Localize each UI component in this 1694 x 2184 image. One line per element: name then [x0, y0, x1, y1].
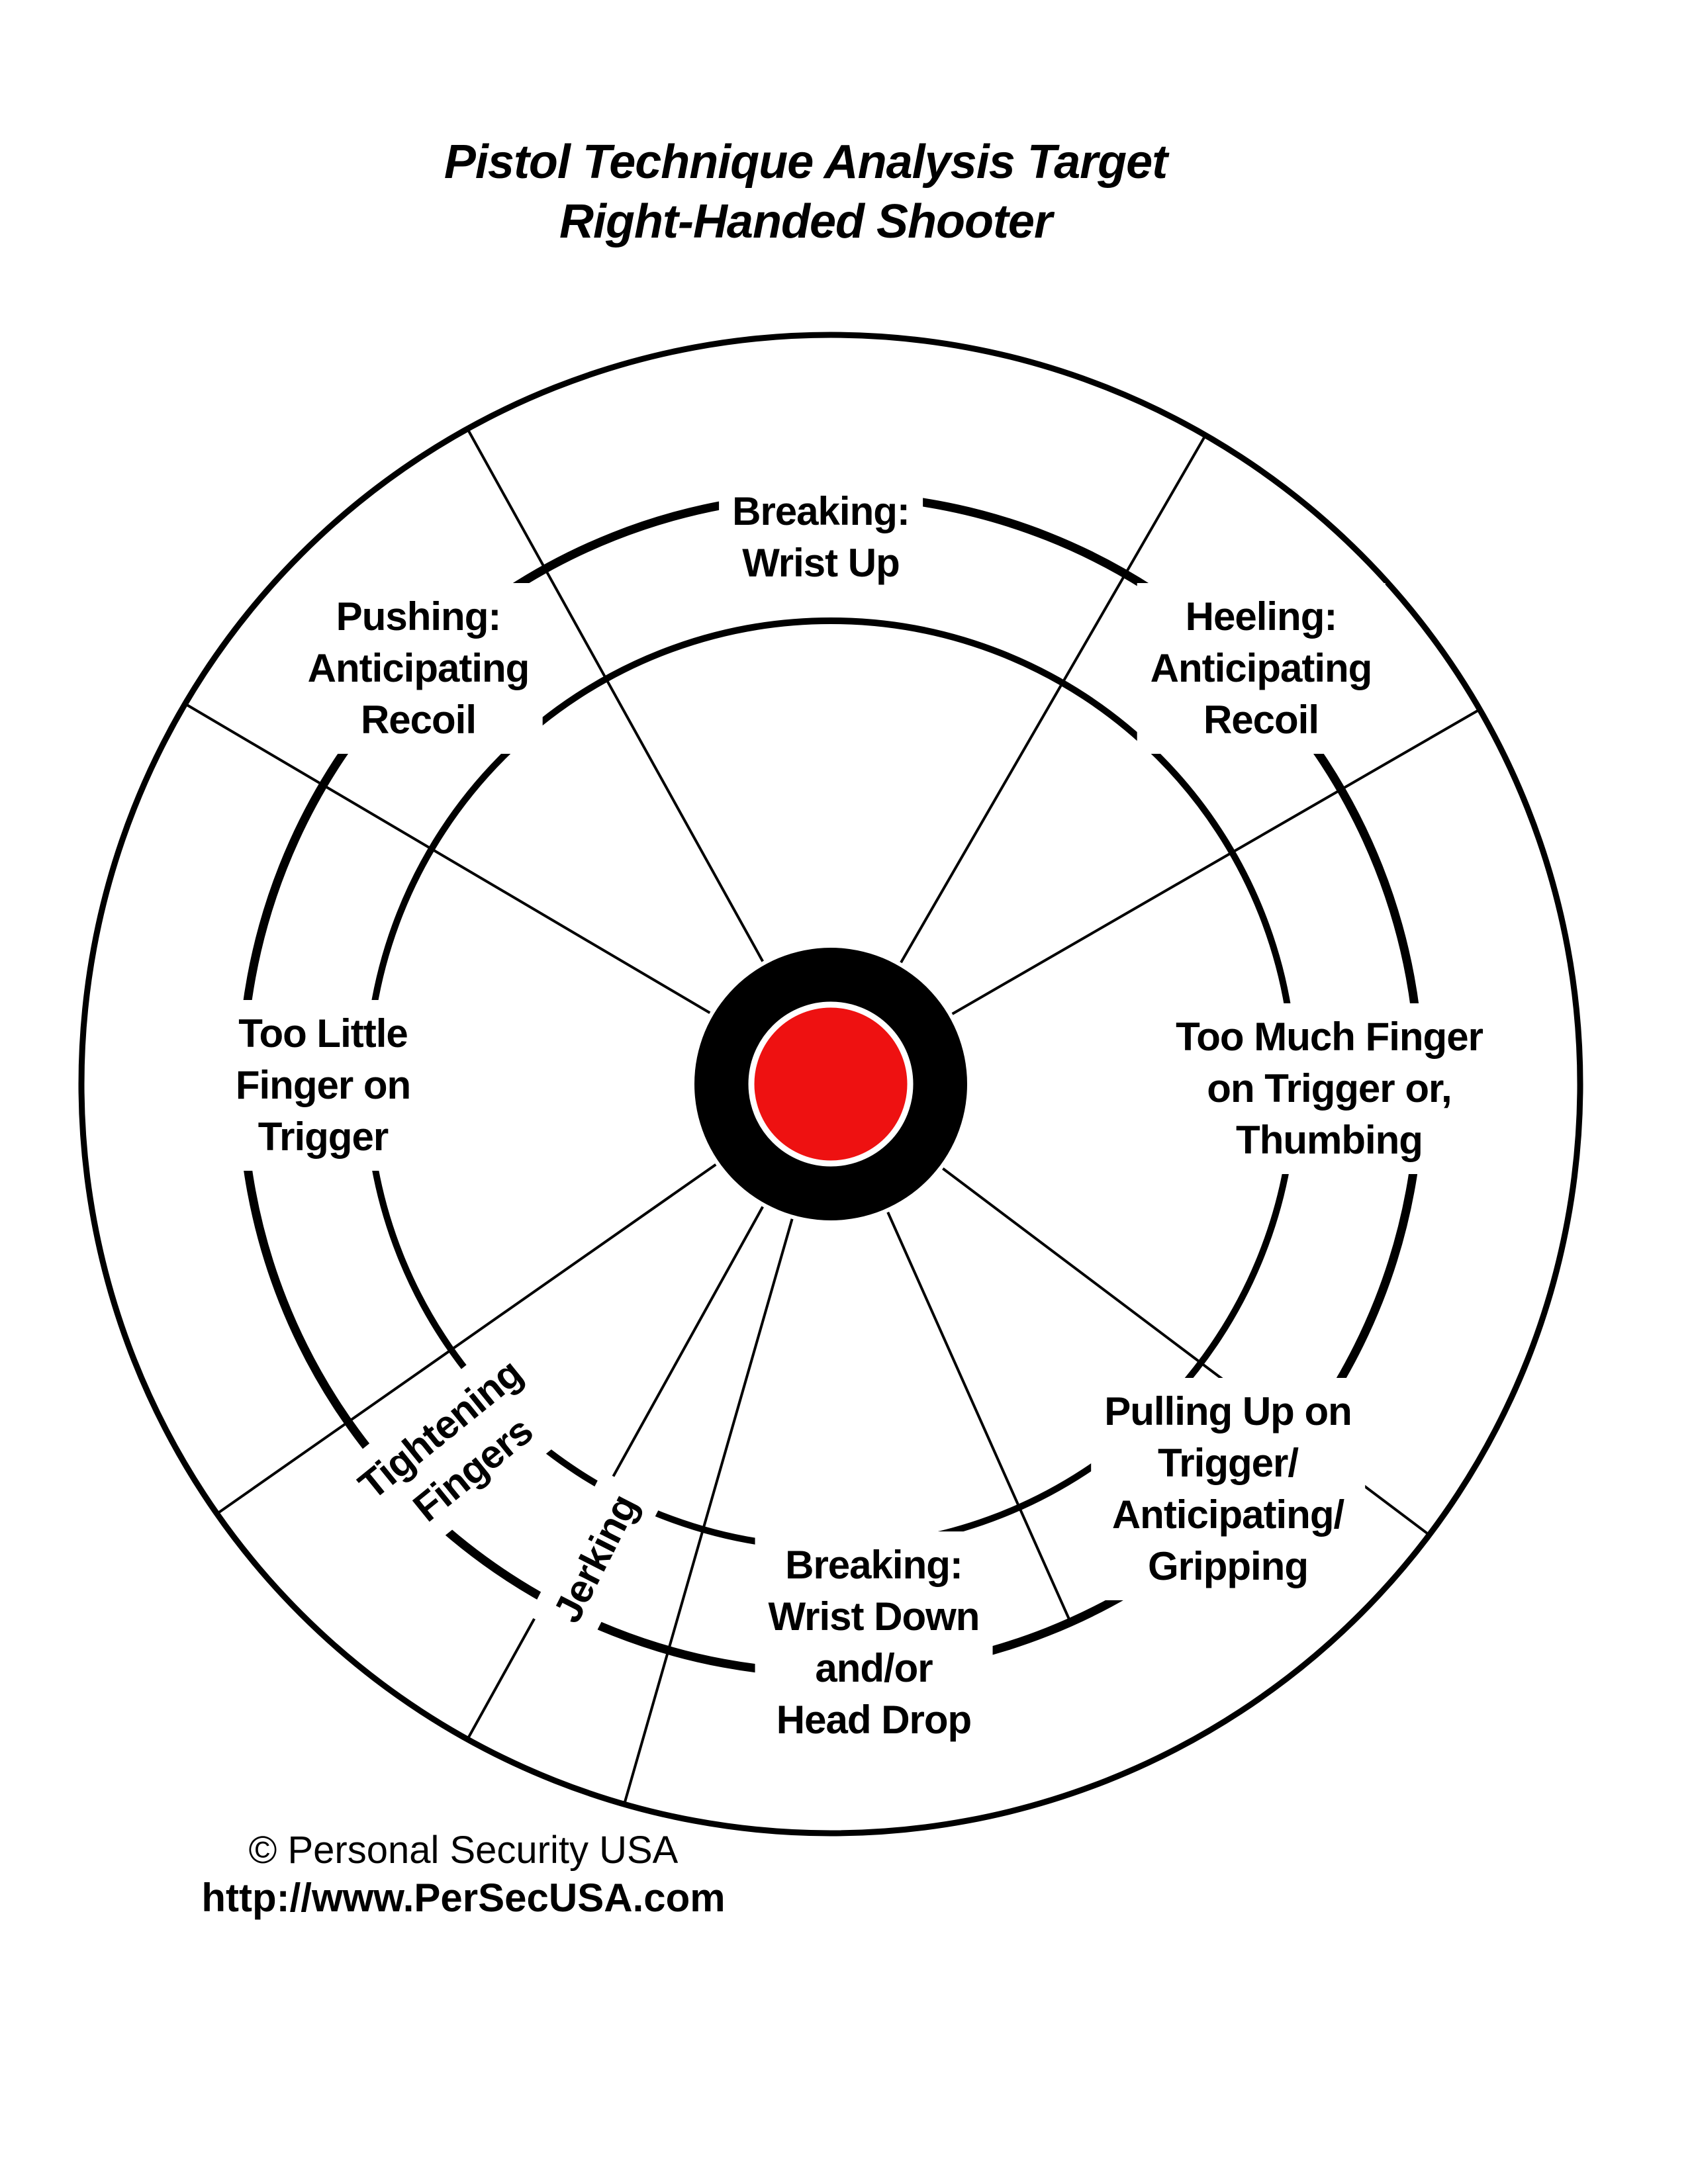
sector-pulling-up-label-line: Pulling Up on [1104, 1389, 1352, 1433]
sector-too-little-finger-label-line: Finger on [235, 1063, 411, 1107]
page-title: Pistol Technique Analysis Target Right-H… [444, 132, 1168, 251]
title-line-1: Pistol Technique Analysis Target [444, 136, 1168, 189]
sector-heeling-label-line: Anticipating [1150, 646, 1373, 690]
title-line-2: Right-Handed Shooter [559, 195, 1053, 248]
sector-line-30deg [951, 709, 1478, 1015]
sector-breaking-wrist-down-label-line: Head Drop [776, 1698, 972, 1742]
outer-ring [78, 332, 1583, 1837]
sector-line-60deg [900, 437, 1205, 964]
sector-pulling-up-label-line: Gripping [1148, 1544, 1309, 1588]
bullseye-red-center [748, 1001, 914, 1167]
sector-pushing-label-line: Pushing: [336, 594, 502, 639]
sector-too-much-finger-label: Too Much Finger on Trigger or, Thumbing [1162, 1003, 1496, 1174]
sector-pulling-up-label: Pulling Up on Trigger/Anticipating/Grippi… [1091, 1378, 1365, 1600]
sector-pushing-label-line: Anticipating [307, 646, 530, 690]
sector-line-241deg [467, 1206, 764, 1738]
sector-line-294deg [886, 1211, 1070, 1619]
sector-line-149.5deg [187, 704, 711, 1015]
sector-breaking-wrist-up-label-line: Wrist Up [742, 541, 900, 585]
sector-breaking-wrist-down-label-line: Breaking: [785, 1543, 963, 1587]
sector-too-much-finger-label-line: on Trigger or, [1207, 1066, 1452, 1111]
sector-breaking-wrist-up-label-line: Breaking: [732, 489, 910, 533]
sector-heeling-label-line: Heeling: [1185, 594, 1338, 639]
sector-too-much-finger-label-line: Too Much Finger [1176, 1015, 1483, 1059]
sector-heeling-label-line: Recoil [1203, 698, 1319, 742]
sector-too-much-finger-label-line: Thumbing [1236, 1118, 1423, 1162]
sector-breaking-wrist-down-label-line: and/or [815, 1646, 933, 1690]
sector-breaking-wrist-down-label-line: Wrist Down [768, 1594, 980, 1639]
sector-breaking-wrist-up-label: Breaking: Wrist Up [719, 478, 923, 597]
sector-too-little-finger-label-line: Trigger [258, 1115, 389, 1159]
copyright-text: © Personal Security USA [248, 1829, 679, 1872]
sector-line-254deg [624, 1218, 794, 1802]
sector-line-215deg [218, 1163, 717, 1514]
sector-pulling-up-label-line: Anticipating/ [1111, 1492, 1344, 1537]
sector-pushing-label-line: Recoil [360, 698, 477, 742]
website-url: http://www.PerSecUSA.com [201, 1876, 726, 1920]
footer: © Personal Security USA http://www.PerSe… [201, 1827, 725, 1922]
sector-pulling-up-label-line: Trigger/ [1157, 1441, 1299, 1485]
sector-too-little-finger-label-line: Too Little [238, 1011, 408, 1056]
sector-line-119deg [467, 430, 764, 962]
